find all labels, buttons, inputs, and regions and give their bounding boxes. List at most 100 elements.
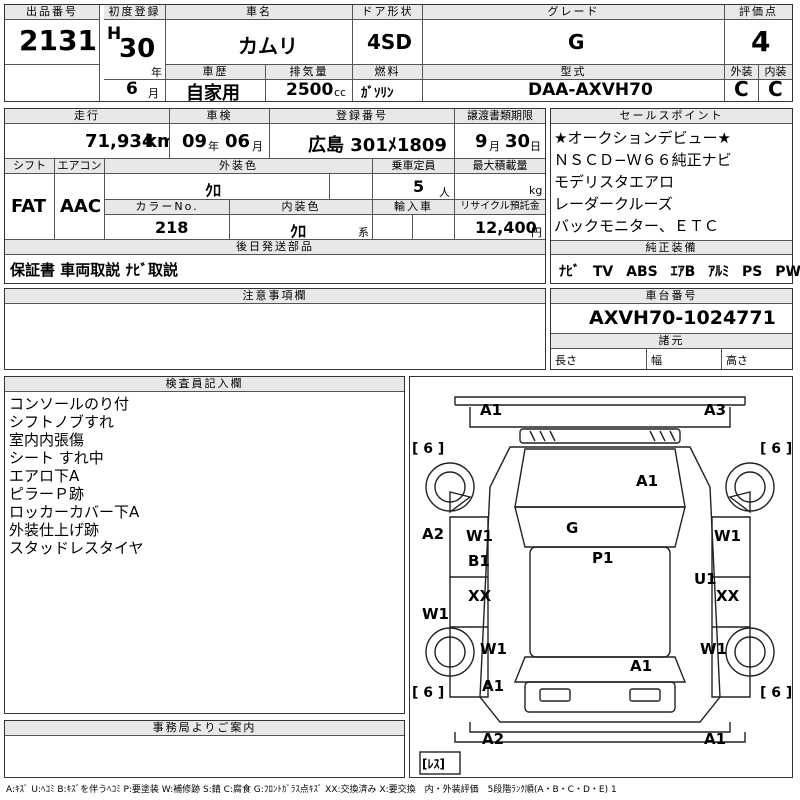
recycle-cell: 12,400 円 — [455, 215, 545, 240]
mark-front-bumper-r: A3 — [704, 401, 727, 419]
ext-cell: C — [725, 80, 759, 101]
load-unit: kg — [529, 184, 543, 197]
spec-label: 諸元 — [551, 334, 792, 349]
office-block: 事務局よりご案内 — [4, 720, 405, 778]
score-label: 評価点 — [725, 5, 792, 20]
mark-right-front-door: W1 — [714, 527, 741, 545]
import-cell-a — [373, 215, 413, 240]
first-reg-label: 初度登録 — [104, 5, 166, 20]
color-cell: ｸﾛ — [105, 174, 330, 200]
inspection-label: 車検 — [170, 109, 270, 124]
int-color-label: 内装色 — [230, 200, 373, 215]
main-block: 走行 71,934 km 車検 09 年 06 月 登録番号 広島 301ﾒ18… — [4, 108, 546, 284]
equip-item: PS — [742, 264, 763, 280]
insp-month-unit: 月 — [252, 140, 263, 153]
model: DAA-AXVH70 — [528, 80, 653, 100]
mark-left-rear-door: XX — [468, 587, 492, 605]
transfer-cell: 9 月 30 日 — [455, 124, 545, 159]
inspector-note: ロッカーカバー下A — [9, 503, 140, 521]
import-label: 輸入車 — [373, 200, 455, 215]
tire-rr: [ 6 ] — [760, 685, 793, 701]
import-cell-b — [413, 215, 455, 240]
mark-right-sill: U1 — [694, 570, 717, 588]
grade-label: グレード — [423, 5, 725, 20]
fuel: ｶﾞｿﾘﾝ — [361, 86, 394, 101]
spec-height: 高さ — [726, 354, 748, 367]
spec-width-cell: 幅 — [647, 349, 722, 369]
mark-roof: P1 — [592, 549, 614, 567]
history-cell: 自家用 — [166, 80, 266, 101]
car-name-cell: カムリ — [166, 20, 353, 65]
load-cell: kg — [455, 174, 545, 200]
equip-list: ﾅﾋﾞ TV ABS ｴｱB ｱﾙﾐ PS PW — [559, 261, 800, 281]
transfer-label: 譲渡書類期限 — [455, 109, 545, 124]
inspection-cell: 09 年 06 月 — [170, 124, 270, 159]
sales-item: ★オークションデビュー★ — [554, 129, 731, 147]
sales-item: ＮＳＣＤ−Ｗ６６純正ナビ — [554, 151, 732, 169]
tire-fr: [ 6 ] — [760, 441, 793, 457]
disp-label: 排気量 — [266, 65, 353, 80]
int-label: 内装 — [759, 65, 792, 80]
sales-block: セールスポイント ★オークションデビュー★ ＮＳＣＤ−Ｗ６６純正ナビ モデリスタ… — [550, 108, 800, 284]
color-no-cell: 218 — [105, 215, 230, 240]
plate-cell: 広島 301ﾒ1809 — [270, 124, 455, 159]
header-block: 出品番号 2131 初度登録 H 30 年 6 月 車名 カムリ ドア形状 4S… — [4, 4, 793, 102]
aircon: AAC — [60, 196, 102, 217]
disp-unit: cc — [334, 86, 347, 99]
grade-cell: G — [423, 20, 725, 65]
recycle-fee: 12,400 — [475, 218, 537, 237]
chassis-cell: AXVH70-1024771 — [551, 304, 792, 334]
model-cell: DAA-AXVH70 — [423, 80, 725, 101]
mark-trunk: A1 — [630, 657, 653, 675]
mark-glass: G — [566, 519, 579, 537]
mark-right-rear-wheel: W1 — [700, 640, 727, 658]
score: 4 — [751, 25, 771, 58]
spec-height-cell: 高さ — [722, 349, 792, 369]
sales-item: バックモニター、ＥＴＣ — [554, 217, 719, 235]
mileage: 71,934 — [85, 131, 155, 152]
transfer-month: 9 — [475, 131, 488, 152]
shift-label: シフト — [5, 159, 55, 174]
color-no: 218 — [155, 218, 189, 237]
month-unit: 月 — [148, 87, 159, 100]
int-color: ｸﾛ — [290, 222, 307, 240]
reg-year: 30 — [119, 34, 156, 64]
car-diagram: [ 6 ] [ 6 ] [ 6 ] [ 6 ] [ﾚｽ] A1 A3 A1 A2… — [409, 376, 793, 778]
transfer-month-unit: 月 — [489, 140, 500, 153]
inspector-block: 検査員記入欄 コンソールのり付 シフトノブすれ 室内内張傷 シート すれ中 エア… — [4, 376, 405, 714]
spec-length-cell: 長さ — [551, 349, 647, 369]
capacity-unit: 人 — [439, 186, 450, 199]
chassis-label: 車台番号 — [551, 289, 792, 304]
inspector-note: 室内内張傷 — [9, 431, 85, 449]
mark-front-bumper-l: A1 — [480, 401, 503, 419]
inspector-note: シフトノブすれ — [9, 413, 115, 431]
door-type: 4SD — [367, 30, 412, 54]
mark-rear-quarter-l: A1 — [482, 677, 505, 695]
mark-right-rear-door: XX — [716, 587, 740, 605]
inspector-label: 検査員記入欄 — [5, 377, 404, 392]
transfer-day: 30 — [505, 131, 531, 152]
mileage-unit: km — [145, 131, 169, 152]
ac-label: エアコン — [55, 159, 105, 174]
color-label: 外装色 — [105, 159, 373, 174]
equip-item: ABS — [626, 264, 658, 280]
model-label: 型式 — [423, 65, 725, 80]
mark-left-front-door: W1 — [466, 527, 493, 545]
mileage-cell: 71,934 km — [5, 124, 170, 159]
first-reg-cell: H 30 年 — [104, 20, 166, 80]
mark-rear-bumper-r: A1 — [704, 730, 727, 748]
inspector-note: スタッドレスタイヤ — [9, 539, 144, 557]
recycle-label: リサイクル預託金 — [455, 200, 545, 215]
fuel-label: 燃料 — [353, 65, 423, 80]
door-label: ドア形状 — [353, 5, 423, 20]
inspector-note: 外装仕上げ跡 — [9, 521, 100, 539]
office-label: 事務局よりご案内 — [5, 721, 404, 736]
mark-left-front-wheel: W1 — [422, 605, 449, 623]
era: H — [107, 24, 122, 44]
car-name-label: 車名 — [166, 5, 353, 20]
capacity-cell: 5 人 — [373, 174, 455, 200]
inspector-note: ピラーＰ跡 — [9, 485, 85, 503]
capacity-label: 乗車定員 — [373, 159, 455, 174]
plate-number: 広島 301ﾒ1809 — [308, 135, 447, 156]
color-no-label: カラーNo. — [105, 200, 230, 215]
